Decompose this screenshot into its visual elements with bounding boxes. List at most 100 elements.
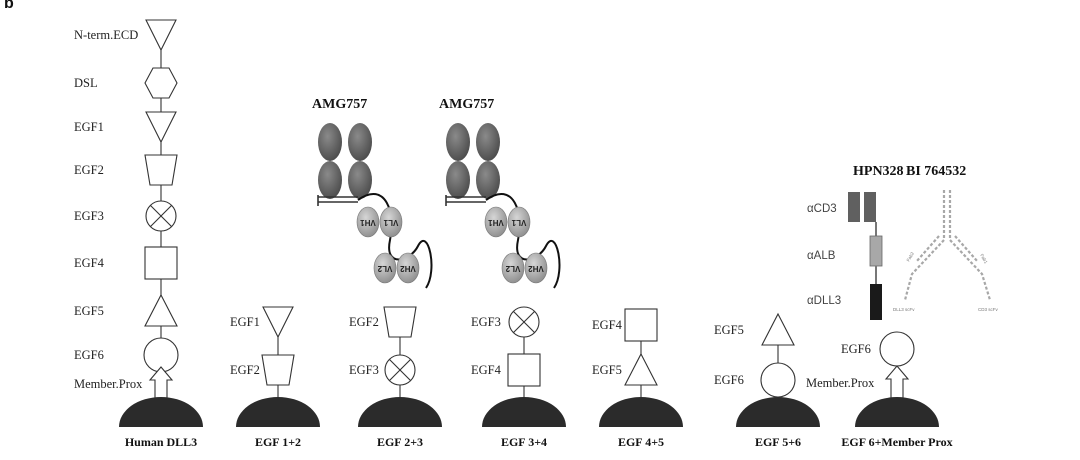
bi764532-fab2-label: Fab2 bbox=[906, 251, 916, 263]
amg757-molecule-2: AMG757VH1 VL1VL2 VH2 bbox=[439, 97, 559, 288]
trapezoid-icon bbox=[384, 307, 416, 337]
bi764532-cd3-scfv-label: CD3 scFv bbox=[978, 307, 999, 312]
hpn328-cd3-label: αCD3 bbox=[807, 203, 837, 215]
domain-label-egf5: EGF5 bbox=[592, 363, 622, 377]
hpn328-molecule: HPN328 αCD3 αALB αDLL3 bbox=[807, 164, 904, 320]
bi764532-arm-left bbox=[905, 240, 944, 300]
panel-label: b bbox=[4, 0, 14, 12]
domain-label-egf3: EGF3 bbox=[349, 363, 379, 377]
circle-cross-icon bbox=[509, 307, 539, 337]
domain-label-egf6: EGF6 bbox=[714, 373, 744, 387]
trapezoid-icon bbox=[262, 355, 294, 385]
domain-label-egf1: EGF1 bbox=[74, 120, 104, 134]
scfv-label: VH2 bbox=[400, 264, 416, 273]
fab-domain bbox=[446, 161, 470, 199]
cell-membrane bbox=[599, 397, 683, 427]
hpn328-cd3-domain-2 bbox=[864, 192, 876, 222]
caption-construct: EGF 4+5 bbox=[618, 435, 664, 449]
caption-construct: EGF 3+4 bbox=[501, 435, 547, 449]
fab-domain bbox=[476, 123, 500, 161]
bi764532-dll3-scfv-label: DLL3 scFv bbox=[893, 307, 915, 312]
bi764532-molecule: BI 764532 Fab2 Fab1 DLL3 scFv CD3 scFv bbox=[893, 164, 999, 312]
human-dll3-construct: N-term.ECD DSL EGF1EGF2EGF3EGF4EGF5EGF6Mem… bbox=[74, 20, 203, 449]
fab-domain bbox=[446, 123, 470, 161]
cell-membrane bbox=[736, 397, 820, 427]
caption-construct: EGF 1+2 bbox=[255, 435, 301, 449]
domain-label-egf2: EGF2 bbox=[230, 363, 260, 377]
domain-label-egf2: EGF2 bbox=[349, 315, 379, 329]
domain-label-n-term-ecd: N-term.ECD bbox=[74, 28, 138, 42]
cell-membrane bbox=[358, 397, 442, 427]
domain-label-member-prox: Member.Prox bbox=[806, 376, 875, 390]
domain-label-egf5: EGF5 bbox=[714, 323, 744, 337]
arrow-up-icon bbox=[886, 366, 908, 400]
hpn328-cd3-domain bbox=[848, 192, 860, 222]
fab-domain bbox=[476, 161, 500, 199]
triangle-up-icon bbox=[145, 295, 177, 326]
scfv-label: VL1 bbox=[383, 218, 398, 227]
bi764532-title: BI 764532 bbox=[906, 164, 966, 179]
domain-label-egf4: EGF4 bbox=[74, 256, 105, 270]
caption-construct: EGF 2+3 bbox=[377, 435, 423, 449]
domain-label-egf3: EGF3 bbox=[74, 209, 104, 223]
triangle-up-icon bbox=[625, 354, 657, 385]
hpn328-dll3-label: αDLL3 bbox=[807, 295, 841, 307]
domain-label-egf1: EGF1 bbox=[230, 315, 260, 329]
fab-domain bbox=[318, 123, 342, 161]
scfv-label: VL2 bbox=[505, 264, 520, 273]
domain-label-dsl: DSL bbox=[74, 76, 98, 90]
triangle-down-icon bbox=[263, 307, 293, 337]
scfv-label: VH1 bbox=[488, 218, 504, 227]
amg757-title: AMG757 bbox=[439, 97, 494, 112]
caption-construct: EGF 5+6 bbox=[755, 435, 801, 449]
scfv-label: VL1 bbox=[511, 218, 526, 227]
caption-human-dll3: Human DLL3 bbox=[125, 435, 197, 449]
triangle-up-icon bbox=[762, 314, 794, 345]
domain-label-egf5: EGF5 bbox=[74, 304, 104, 318]
domain-label-egf2: EGF2 bbox=[74, 163, 104, 177]
square-icon bbox=[145, 247, 177, 279]
amg757-title: AMG757 bbox=[312, 97, 367, 112]
trapezoid-icon bbox=[145, 155, 177, 185]
circle-icon bbox=[880, 332, 914, 366]
cell-membrane bbox=[119, 397, 203, 427]
domain-label-egf4: EGF4 bbox=[471, 363, 502, 377]
fab-domain bbox=[348, 123, 372, 161]
triangle-down-icon bbox=[146, 20, 176, 50]
bi764532-fab1-label: Fab1 bbox=[979, 253, 989, 265]
arrow-up-icon bbox=[150, 367, 172, 401]
cell-membrane bbox=[855, 397, 939, 427]
circle-cross-icon bbox=[385, 355, 415, 385]
caption-construct: EGF 6+Member Prox bbox=[841, 435, 952, 449]
hexagon-icon bbox=[145, 68, 177, 98]
bi764532-arm-right bbox=[950, 240, 990, 300]
domain-label-member-prox: Member.Prox bbox=[74, 377, 143, 391]
circle-icon bbox=[761, 363, 795, 397]
square-icon bbox=[508, 354, 540, 386]
circle-cross-icon bbox=[146, 201, 176, 231]
hpn328-alb-domain bbox=[870, 236, 882, 266]
domain-label-egf6: EGF6 bbox=[841, 342, 871, 356]
domain-label-egf3: EGF3 bbox=[471, 315, 501, 329]
domain-label-egf6: EGF6 bbox=[74, 348, 104, 362]
triangle-down-icon bbox=[146, 112, 176, 142]
domain-label-egf4: EGF4 bbox=[592, 318, 623, 332]
cell-membrane bbox=[482, 397, 566, 427]
scfv-label: VH1 bbox=[360, 218, 376, 227]
scfv-label: VL2 bbox=[377, 264, 392, 273]
hpn328-dll3-domain bbox=[870, 284, 882, 320]
hpn328-title: HPN328 bbox=[853, 164, 904, 179]
construct-egf-2-3: EGF2EGF3EGF 2+3 bbox=[349, 307, 442, 449]
fab-domain bbox=[318, 161, 342, 199]
scfv-label: VH2 bbox=[528, 264, 544, 273]
square-icon bbox=[625, 309, 657, 341]
cell-membrane bbox=[236, 397, 320, 427]
